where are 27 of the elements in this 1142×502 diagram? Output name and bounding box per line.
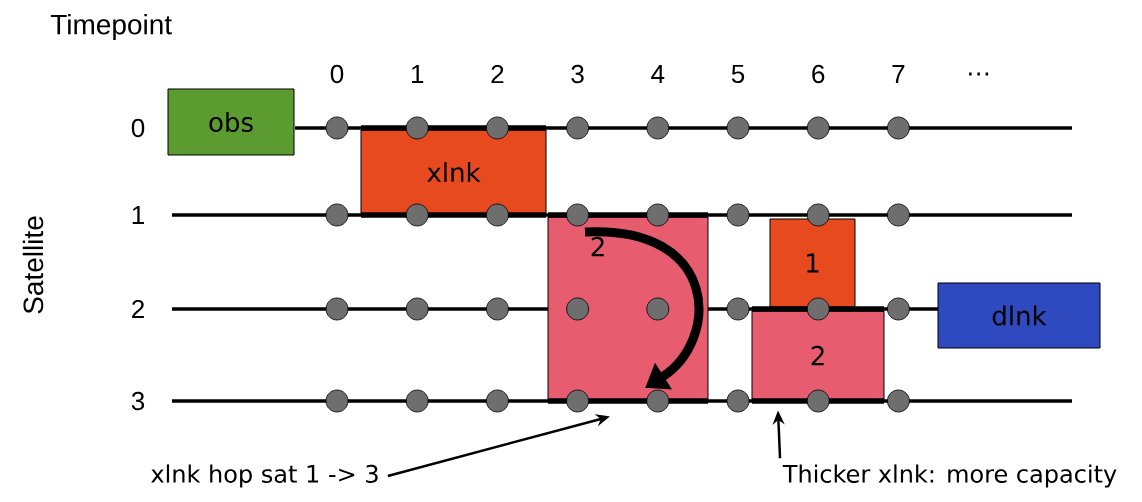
node-label: dlnk <box>992 305 1047 326</box>
downlink-box <box>937 282 1101 349</box>
tick-label: 2 <box>491 64 504 84</box>
tick-label: 1 <box>411 65 424 83</box>
axis-title: Timepoint <box>50 13 172 41</box>
crosslink-box <box>751 310 885 401</box>
node-label: 2 <box>811 345 824 366</box>
crosslink-box <box>769 218 856 308</box>
note-text: xlnk hop sat 1 -> 3 <box>151 464 378 488</box>
axis-title: Satellite <box>22 216 44 314</box>
node-label: xlnk <box>427 162 481 182</box>
tick-label: 7 <box>892 65 905 83</box>
node-label: 1 <box>807 253 819 273</box>
tick-label: 4 <box>651 65 665 83</box>
tick-label: 1 <box>132 206 144 224</box>
node-label: 2 <box>591 236 604 257</box>
observation-box <box>167 88 295 156</box>
tick-label: … <box>969 72 989 76</box>
tick-label: 3 <box>131 391 145 411</box>
note-text: Thicker xlnk: more capacity <box>782 464 1117 488</box>
tick-label: 0 <box>330 64 344 84</box>
tick-label: 3 <box>571 64 584 84</box>
tick-label: 6 <box>812 64 825 84</box>
node-label: obs <box>209 111 253 133</box>
tick-label: 5 <box>731 64 745 84</box>
crosslink-box <box>360 129 547 215</box>
tick-label: 2 <box>132 299 144 319</box>
